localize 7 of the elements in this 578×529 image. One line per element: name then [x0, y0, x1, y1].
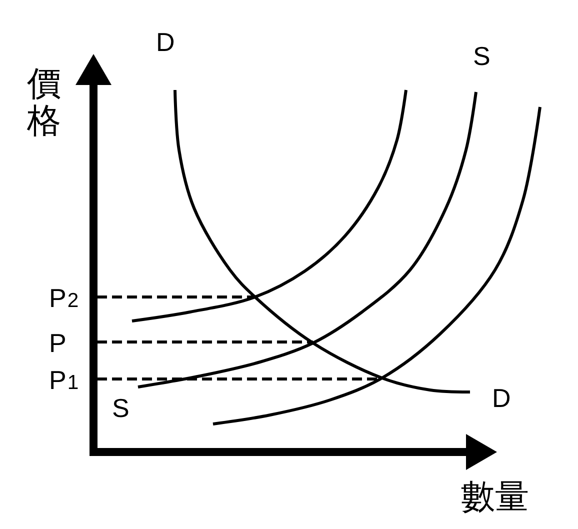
price-level-label: P [49, 330, 66, 356]
curve-label: D [492, 385, 511, 411]
curve-label: S [112, 395, 130, 421]
axis-label: 數量 [461, 480, 529, 514]
curve-label: S [473, 43, 490, 69]
curve-label: D [156, 29, 175, 55]
axis-label: 價格 [27, 66, 61, 141]
